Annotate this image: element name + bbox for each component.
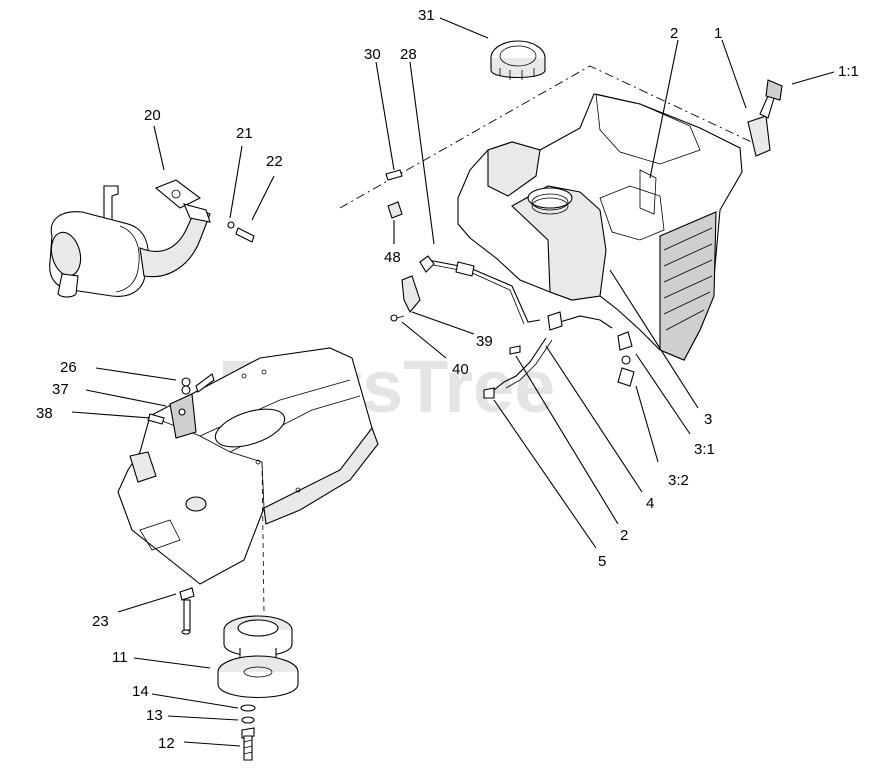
fuel-cap	[490, 40, 546, 80]
callout-3-2: 3:2	[668, 472, 689, 489]
small-hardware	[385, 169, 435, 322]
callout-37: 37	[52, 381, 69, 398]
callout-labels: 31 2 1 1:1 30 28 20 21 22 48 39 40 26 37…	[36, 7, 859, 752]
callout-38: 38	[36, 405, 53, 422]
fuel-lines	[427, 259, 613, 399]
callout-26: 26	[60, 359, 77, 376]
callout-5: 5	[598, 553, 606, 570]
callout-12: 12	[158, 735, 175, 752]
engine-mount-frame	[117, 347, 379, 613]
pulley-stack	[179, 587, 299, 761]
callout-1-1: 1:1	[838, 63, 859, 80]
callout-1: 1	[714, 25, 722, 42]
callout-2-bottom: 2	[620, 527, 628, 544]
fuel-tank	[339, 65, 761, 387]
callout-13: 13	[146, 707, 163, 724]
callout-48: 48	[384, 249, 401, 266]
callout-4: 4	[646, 495, 654, 512]
callout-30: 30	[364, 46, 381, 63]
callout-20: 20	[144, 107, 161, 124]
callout-40: 40	[452, 361, 469, 378]
callout-22: 22	[266, 153, 283, 170]
callout-2-top: 2	[670, 25, 678, 42]
callout-28: 28	[400, 46, 417, 63]
muffler-assembly	[49, 179, 255, 298]
leader-lines	[71, 17, 835, 747]
callout-3-1: 3:1	[694, 441, 715, 458]
callout-21: 21	[236, 125, 253, 142]
callout-14: 14	[132, 683, 149, 700]
callout-11: 11	[112, 649, 128, 666]
callout-31: 31	[418, 7, 435, 24]
callout-23: 23	[92, 613, 109, 630]
callout-3: 3	[704, 411, 712, 428]
fuel-shutoff-lever	[747, 79, 783, 157]
callout-39: 39	[476, 333, 493, 350]
